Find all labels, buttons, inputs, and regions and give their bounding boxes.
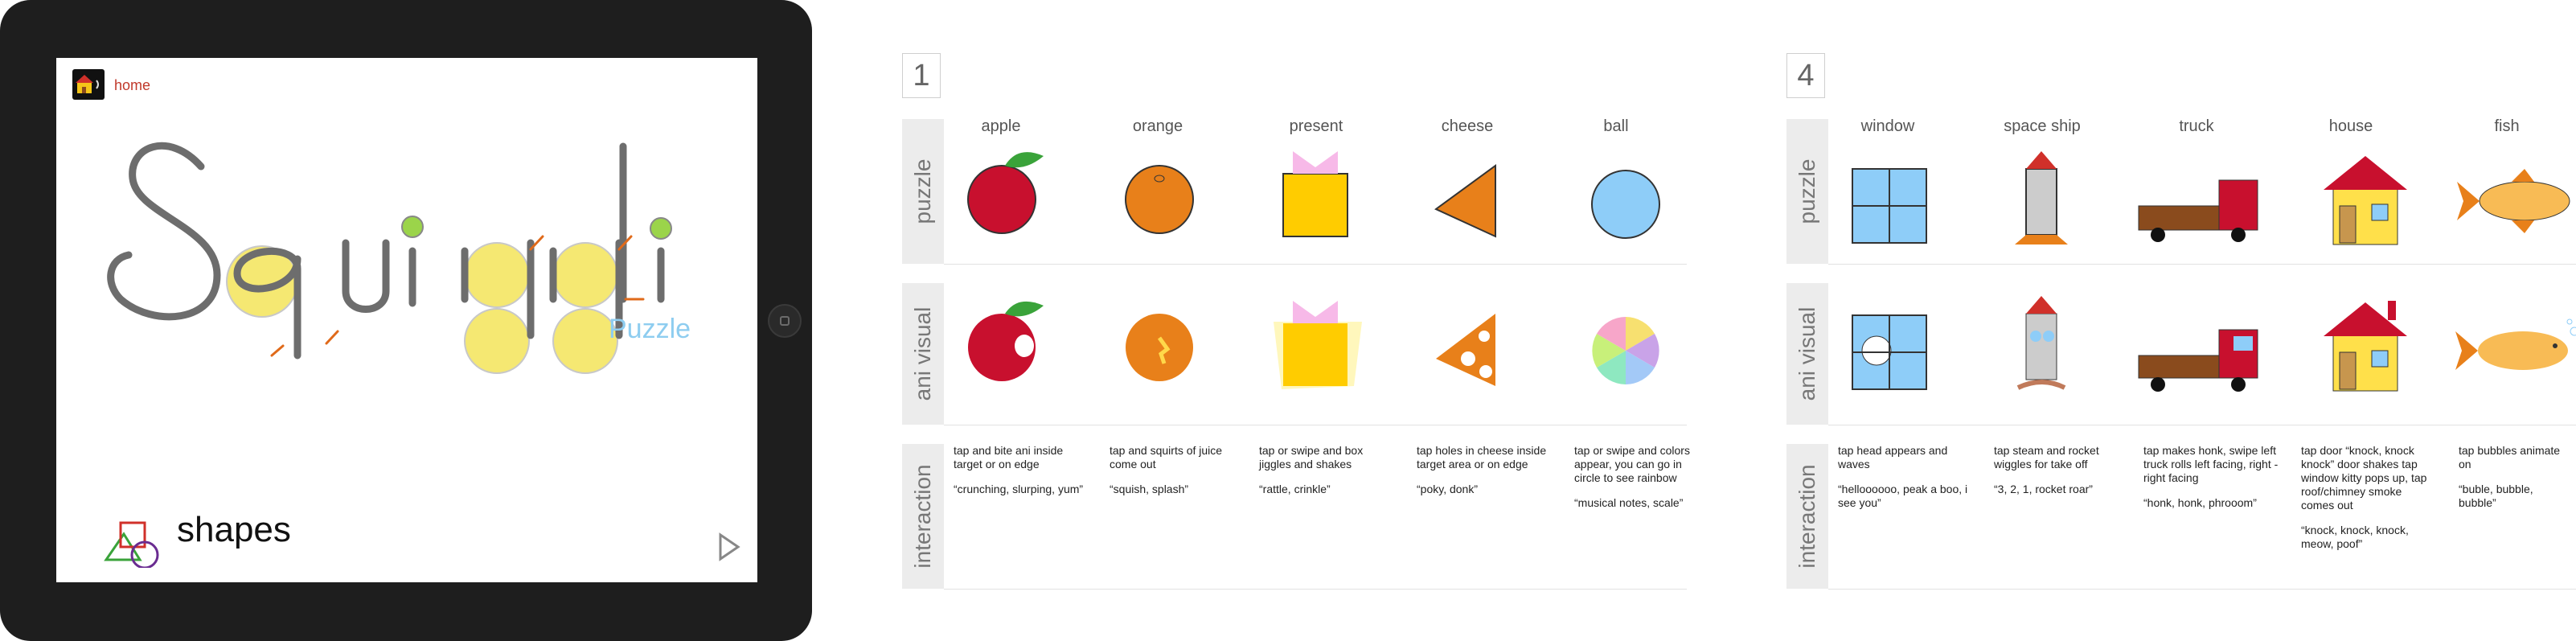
row-band-puzzle bbox=[902, 119, 944, 264]
home-link[interactable]: home bbox=[114, 77, 151, 93]
cheese-holes-icon bbox=[1436, 314, 1495, 386]
column-title-fish: fish bbox=[2494, 117, 2520, 135]
interaction-ball: tap or swipe and colors appear, you can … bbox=[1574, 444, 1690, 509]
home-icon[interactable] bbox=[72, 69, 105, 100]
ball-icon bbox=[1591, 170, 1660, 239]
column-title-truck: truck bbox=[2179, 117, 2214, 135]
row-divider bbox=[944, 589, 1687, 590]
window-head-icon bbox=[1852, 314, 1927, 390]
panel1-puzzle-graphics bbox=[967, 151, 1660, 239]
next-arrow-icon[interactable] bbox=[717, 532, 741, 565]
row-divider bbox=[944, 264, 1687, 265]
cheese-icon bbox=[1434, 164, 1496, 238]
row-label-puzzle: puzzle bbox=[1795, 158, 1819, 224]
panel-number: 4 bbox=[1786, 53, 1825, 98]
fish-bubbles-icon bbox=[2455, 318, 2576, 370]
puzzle-subtitle: Puzzle bbox=[609, 314, 691, 344]
interaction-cheese: tap holes in cheese inside target area o… bbox=[1417, 444, 1547, 495]
row-label-ani-visual: ani visual bbox=[910, 306, 935, 401]
row-label-interaction: interaction bbox=[1795, 464, 1819, 569]
row-divider bbox=[1828, 264, 2576, 265]
row-divider bbox=[1828, 589, 2576, 590]
column-title-apple: apple bbox=[981, 117, 1021, 135]
column-title-space-ship: space ship bbox=[2004, 117, 2081, 135]
panel4-puzzle-graphics bbox=[1852, 151, 2570, 245]
row-band-interaction bbox=[902, 444, 944, 589]
interaction-house: tap door “knock, knock knock” door shake… bbox=[2301, 444, 2427, 550]
orange-squirt-icon bbox=[1126, 314, 1193, 381]
fish-icon bbox=[2457, 169, 2570, 233]
column-title-orange: orange bbox=[1132, 117, 1183, 135]
interaction-present: tap or swipe and box jiggles and shakes“… bbox=[1259, 444, 1364, 495]
ball-rainbow-icon bbox=[1592, 317, 1659, 384]
row-label-puzzle: puzzle bbox=[910, 158, 935, 224]
truck-icon bbox=[2138, 179, 2258, 242]
interaction-space-ship: tap steam and rocket wiggles for take of… bbox=[1994, 444, 2099, 495]
row-band-ani-visual bbox=[902, 283, 944, 425]
column-title-house: house bbox=[2328, 117, 2373, 135]
orange-icon bbox=[1125, 165, 1194, 234]
ipad-home-button-icon[interactable] bbox=[768, 304, 802, 338]
truck-honk-icon bbox=[2138, 329, 2258, 392]
interaction-orange: tap and squirts of juice come out“squish… bbox=[1110, 444, 1223, 495]
panel4-ani-graphics bbox=[1852, 296, 2576, 392]
row-label-interaction: interaction bbox=[910, 464, 935, 569]
panel1-ani-graphics bbox=[968, 301, 1659, 389]
panel-number: 1 bbox=[902, 53, 941, 98]
house-icon bbox=[2324, 156, 2407, 245]
shapes-label[interactable]: shapes bbox=[177, 510, 291, 549]
row-band-interaction bbox=[1786, 444, 1828, 589]
interaction-apple: tap and bite ani inside target or on edg… bbox=[954, 444, 1084, 495]
space-ship-steam-icon bbox=[2016, 296, 2066, 390]
window-icon bbox=[1852, 168, 1927, 244]
app-screen: home bbox=[56, 58, 757, 582]
row-label-ani-visual: ani visual bbox=[1795, 306, 1819, 401]
column-title-present: present bbox=[1289, 117, 1343, 135]
ipad-device: home bbox=[0, 0, 812, 641]
shapes-icon[interactable] bbox=[103, 515, 167, 569]
present-icon bbox=[1282, 151, 1348, 237]
interaction-truck: tap makes honk, swipe left truck rolls l… bbox=[2143, 444, 2279, 509]
present-jiggle-icon bbox=[1274, 301, 1362, 389]
column-title-cheese: cheese bbox=[1441, 117, 1494, 135]
column-title-ball: ball bbox=[1603, 117, 1629, 135]
squiggli-logo bbox=[107, 142, 672, 374]
space-ship-icon bbox=[2015, 151, 2068, 244]
interaction-fish: tap bubbles animate on“buble, bubble, bu… bbox=[2459, 444, 2561, 509]
row-band-puzzle bbox=[1786, 119, 1828, 264]
interaction-window: tap head appears and waves“helloooooo, p… bbox=[1838, 444, 1968, 509]
apple-bitten-icon bbox=[968, 301, 1044, 381]
row-band-ani-visual bbox=[1786, 283, 1828, 425]
apple-icon bbox=[967, 152, 1044, 234]
house-kitty-icon bbox=[2324, 301, 2407, 392]
column-title-window: window bbox=[1860, 117, 1915, 135]
